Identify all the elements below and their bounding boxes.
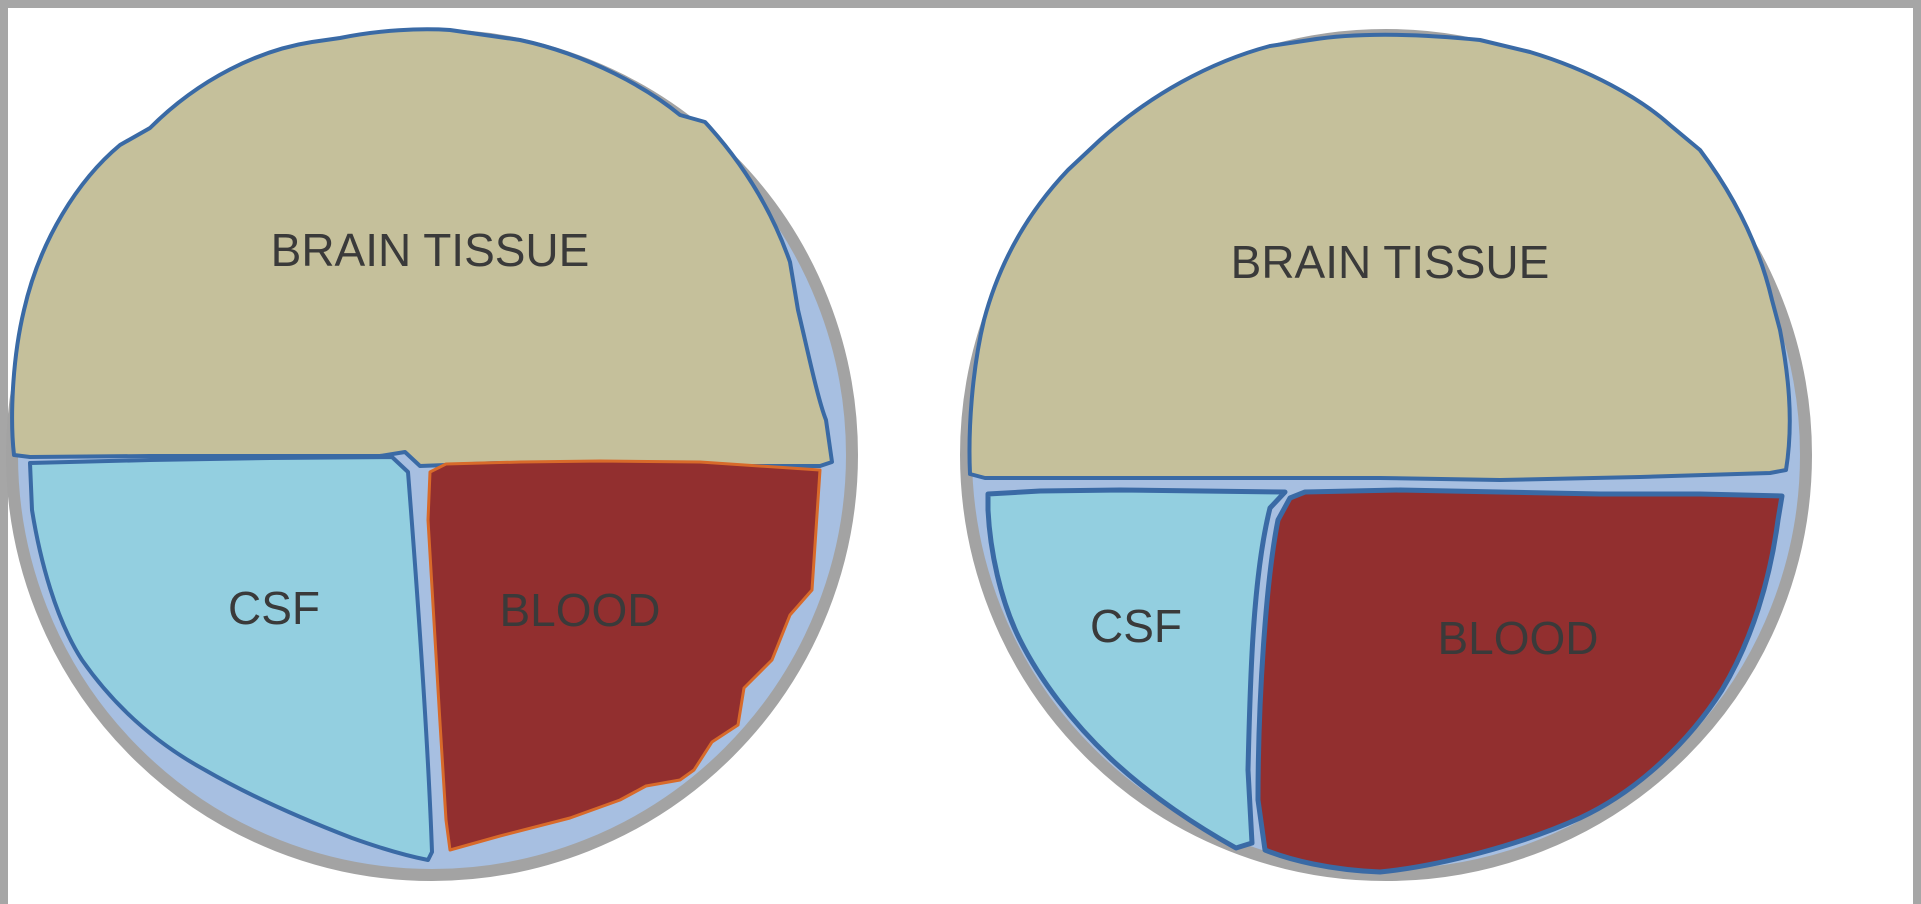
left-blood-label: BLOOD — [499, 584, 660, 636]
left-skull-diagram: BRAIN TISSUE CSF BLOOD — [12, 29, 852, 875]
right-brain-tissue-label: BRAIN TISSUE — [1231, 236, 1550, 288]
right-csf-label: CSF — [1090, 600, 1182, 652]
frame-right-border — [1913, 0, 1921, 904]
right-skull-diagram: BRAIN TISSUE CSF BLOOD — [966, 35, 1806, 875]
frame-top-border — [0, 0, 1921, 8]
left-csf-label: CSF — [228, 582, 320, 634]
right-blood-label: BLOOD — [1437, 612, 1598, 664]
left-brain-tissue-label: BRAIN TISSUE — [271, 224, 590, 276]
